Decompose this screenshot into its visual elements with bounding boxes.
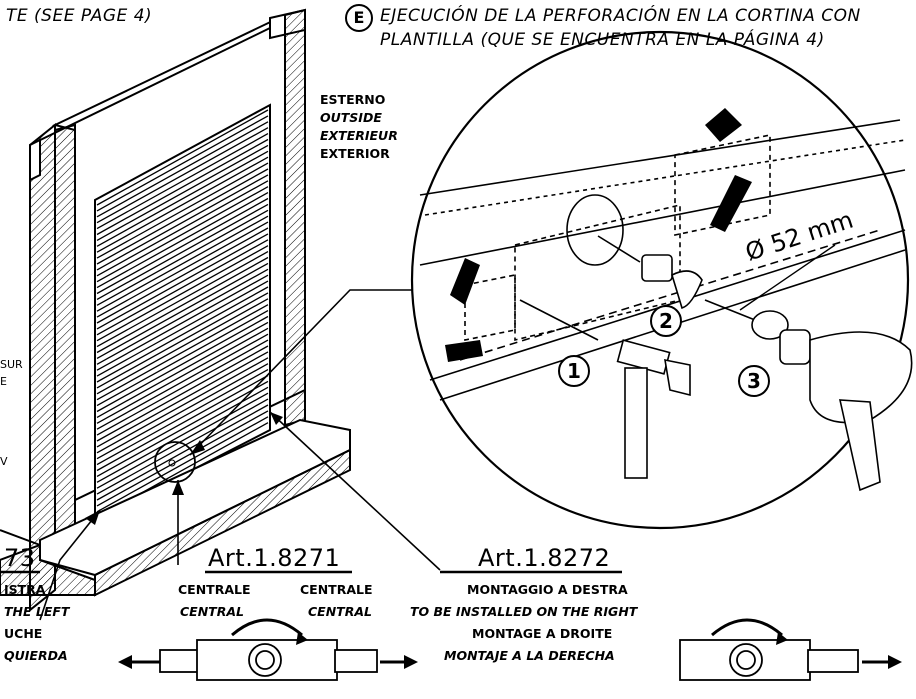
center-article-number: Art.1.8271 xyxy=(208,544,341,572)
left-line-4: QUIERDA xyxy=(4,648,68,663)
right-line-4: MONTAJE A LA DERECHA xyxy=(444,648,615,663)
left-line-1: ISTRA xyxy=(4,582,46,597)
label-esterno: ESTERNO xyxy=(320,92,386,107)
label-exterieur: EXTERIEUR xyxy=(320,128,398,143)
header-line-2: PLANTILLA (QUE SE ENCUENTRA EN LA PÁGINA… xyxy=(380,30,825,50)
center-col2-line1: CENTRALE xyxy=(300,582,373,597)
center-col2-line2: CENTRAL xyxy=(308,604,372,619)
right-line-2: TO BE INSTALLED ON THE RIGHT xyxy=(410,604,638,619)
window-sill xyxy=(0,418,351,597)
left-fragment-1: SUR xyxy=(0,358,23,371)
center-col1-line2: CENTRAL xyxy=(180,604,244,619)
right-article-number: Art.1.8272 xyxy=(478,544,611,572)
right-line-1: MONTAGGIO A DESTRA xyxy=(467,582,628,597)
step-1-badge: 1 xyxy=(558,355,590,387)
header-line-1: EJECUCIÓN DE LA PERFORACIÓN EN LA CORTIN… xyxy=(380,6,861,26)
right-line-3: MONTAGE A DROITE xyxy=(472,626,613,641)
left-fragment-3: V xyxy=(0,455,8,468)
lock-right xyxy=(679,639,859,681)
step-letter-badge: E xyxy=(345,4,373,32)
left-line-2: THE LEFT xyxy=(4,604,70,619)
left-fragment-2: E xyxy=(0,375,7,388)
lock-center xyxy=(159,639,378,681)
left-line-3: UCHE xyxy=(4,626,43,641)
detail-circle xyxy=(154,441,196,483)
label-outside: OUTSIDE xyxy=(320,110,382,125)
label-exterior: EXTERIOR xyxy=(320,146,390,161)
step-3-badge: 3 xyxy=(738,365,770,397)
header-left-fragment: TE (SEE PAGE 4) xyxy=(6,6,153,26)
step-2-badge: 2 xyxy=(650,305,682,337)
left-article-number: 73 xyxy=(4,544,36,572)
center-col1-line1: CENTRALE xyxy=(178,582,251,597)
